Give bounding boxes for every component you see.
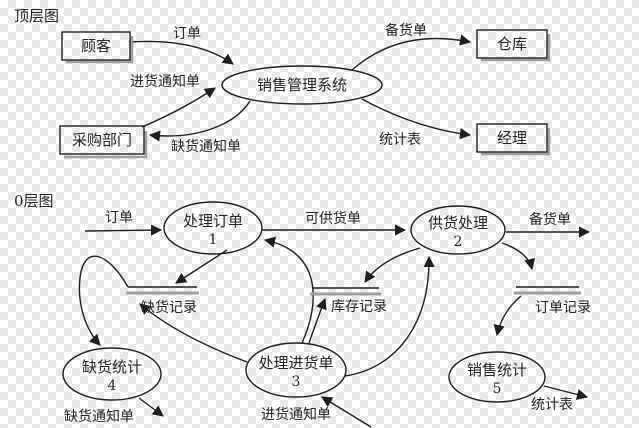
flow-label-stats-table-l0: 统计表 (531, 397, 573, 413)
data-store-shortage-records: 缺货记录 (126, 286, 199, 316)
flow-label-purchase-notice-l0: 进货通知单 (261, 406, 331, 423)
entity-label-warehouse: 仓库 (497, 35, 527, 53)
flow-arrow-purchase-notice-l0 (321, 396, 372, 428)
flow-arrow-shortage-notice-top (148, 100, 251, 142)
flow-arrow-order-top (129, 40, 234, 65)
top-level-diagram: 顶层图 订单 进货通知单 缺货通知单 备货单 统计表 顾客 采购部门 仓库 (14, 7, 551, 159)
entity-box-warehouse: 仓库 (476, 29, 551, 62)
level0-diagram: 0层图 订单 可供货单 备货单 缺货通知单 进货通知单 统计表 缺货记录 (14, 192, 591, 428)
process4-number: 4 (108, 378, 117, 394)
process-ellipse-2-supply-processing: 供货处理 2 (410, 205, 506, 255)
flow-label-stock-list-l0: 备货单 (529, 211, 571, 228)
store-label-inventory-records: 库存记录 (331, 299, 387, 315)
process1-number: 1 (209, 232, 218, 248)
flow-label-order-top: 订单 (173, 26, 201, 42)
entity-box-manager: 经理 (476, 123, 551, 156)
flow-arrow-process1-to-shortage-store (175, 249, 228, 284)
flow-label-purchase-notice-top: 进货通知单 (130, 73, 200, 90)
entity-label-manager: 经理 (497, 129, 527, 147)
process-label-sales-management: 销售管理系统 (257, 76, 347, 94)
flow-label-stats-table-top: 统计表 (379, 132, 421, 148)
store-label-order-records: 订单记录 (535, 300, 591, 316)
entity-box-customer: 顾客 (61, 31, 134, 64)
process4-label: 缺货统计 (82, 358, 142, 376)
process2-label: 供货处理 (428, 214, 488, 232)
data-store-inventory-records: 库存记录 (310, 287, 387, 315)
flow-arrow-purchase-notice-top (141, 87, 216, 128)
process5-number: 5 (493, 381, 502, 397)
flow-arrow-process3-to-process1 (263, 236, 314, 344)
flow-arrow-stats-table-l0 (543, 385, 589, 400)
process2-number: 2 (454, 234, 463, 250)
process5-label: 销售统计 (467, 361, 527, 379)
process1-label: 处理订单 (183, 212, 243, 230)
top-diagram-title: 顶层图 (14, 7, 59, 25)
flow-label-shortage-notice-top: 缺货通知单 (171, 138, 241, 155)
entity-box-purchasing-dept: 采购部门 (59, 125, 148, 159)
entity-label-customer: 顾客 (81, 37, 111, 55)
flow-arrow-process2-to-order-store (501, 242, 536, 271)
process-ellipse-sales-management: 销售管理系统 (221, 65, 383, 105)
flow-arrow-process3-to-process2 (344, 255, 435, 377)
flow-arrow-order-l0 (84, 224, 163, 236)
process-ellipse-5-sales-statistics: 销售统计 5 (448, 351, 546, 403)
entity-label-purchasing-dept: 采购部门 (72, 131, 132, 149)
flow-arrow-stock-list-top (351, 34, 472, 71)
flow-arrow-process3-to-shortage-store (139, 303, 248, 363)
store-label-shortage-records: 缺货记录 (141, 299, 197, 316)
flow-label-available-list: 可供货单 (305, 210, 361, 227)
flow-arrow-shortage-store-to-process4 (78, 255, 129, 346)
flow-label-stock-list-top: 备货单 (385, 22, 427, 39)
flow-label-shortage-notice-l0: 缺货通知单 (64, 408, 134, 425)
flow-arrow-order-store-to-process5 (493, 295, 522, 337)
process3-number: 3 (292, 374, 301, 390)
flow-arrow-process3-to-inventory-store (308, 297, 327, 344)
flow-arrow-stats-table-top (361, 98, 472, 140)
flow-arrow-process2-to-inventory-store (364, 247, 421, 283)
process3-label: 处理进货单 (258, 354, 333, 372)
data-store-order-records: 订单记录 (514, 286, 591, 316)
process-ellipse-4-shortage-statistics: 缺货统计 4 (62, 347, 162, 401)
flow-arrow-shortage-notice-l0 (138, 397, 164, 417)
process-ellipse-3-handle-purchase-orders: 处理进货单 3 (245, 342, 347, 398)
flow-label-order-l0: 订单 (105, 210, 133, 226)
process-ellipse-1-handle-orders: 处理订单 1 (163, 201, 263, 255)
level0-diagram-title: 0层图 (14, 192, 54, 210)
